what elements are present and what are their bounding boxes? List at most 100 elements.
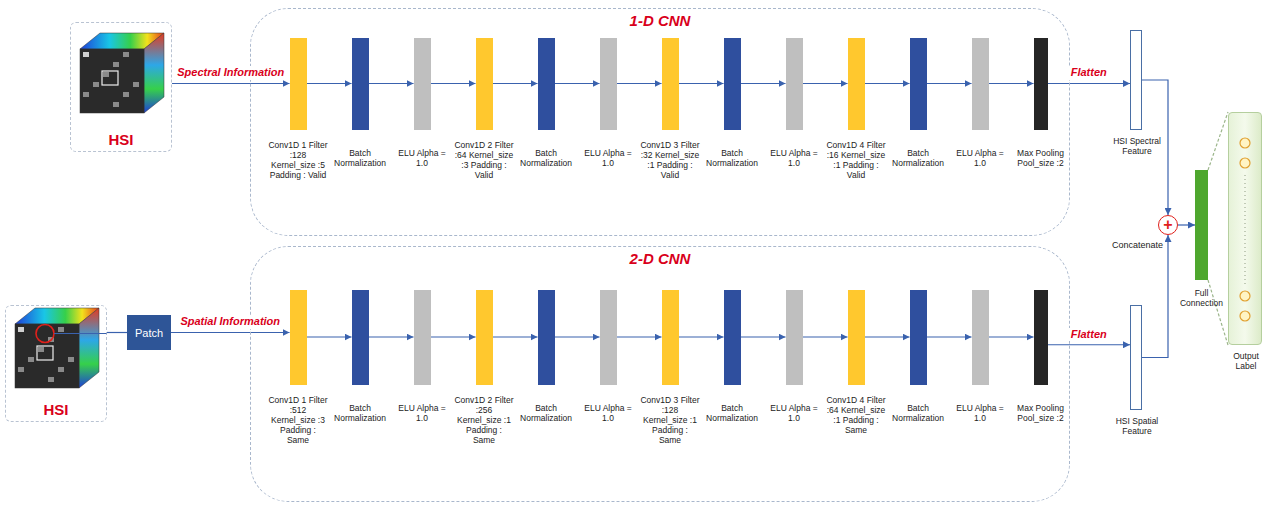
conv-layer: Conv1D 2 Filter :64 Kernel_size :3 Paddi… <box>476 38 493 130</box>
maxpool-layer: Max Pooling Pool_size :2 <box>1034 38 1048 130</box>
cube-texture <box>18 367 24 372</box>
concat-label: Concatenate <box>1101 240 1163 251</box>
conv-layer: Conv1D 4 Filter :64 Kernel_size :1 Paddi… <box>848 290 865 385</box>
elu-layer: ELU Alpha = 1.0 <box>414 290 431 385</box>
connector <box>431 83 476 84</box>
neuron <box>1240 158 1250 168</box>
connector <box>172 83 290 84</box>
elu-layer: ELU Alpha = 1.0 <box>414 38 431 130</box>
cube-texture <box>113 102 119 107</box>
cube-texture <box>113 62 119 67</box>
layer-label: Batch Normalization <box>330 403 390 423</box>
feature-label: HSI Spectral Feature <box>1110 136 1164 156</box>
layer-label: ELU Alpha = 1.0 <box>950 403 1010 423</box>
cube-texture <box>48 377 54 382</box>
connector <box>803 83 848 84</box>
layer-label: ELU Alpha = 1.0 <box>392 148 452 168</box>
image-label: HSI <box>71 131 171 148</box>
cube-texture <box>123 52 129 57</box>
connector <box>865 83 910 84</box>
connector <box>741 83 786 84</box>
connector <box>803 336 848 337</box>
connector <box>1178 224 1195 225</box>
concat-circle: +Concatenate <box>1158 215 1178 235</box>
edge-label: Flatten <box>1069 66 1109 79</box>
layer-label: Conv1D 1 Filter :128 Kernel_size :5 Padd… <box>268 140 328 181</box>
edge-label: Flatten <box>1069 328 1109 341</box>
dense-layer: Full Connection <box>1195 170 1208 280</box>
connector <box>1048 83 1131 84</box>
cube-texture <box>37 346 53 360</box>
connector <box>989 83 1034 84</box>
batchnorm-layer: Batch Normalization <box>538 38 555 130</box>
layer-label: Conv1D 1 Filter :512 Kernel_size :3 Padd… <box>268 395 328 446</box>
cube-front <box>80 49 144 113</box>
output-neurons <box>1229 113 1263 346</box>
layer-label: Conv1D 3 Filter :128 Kernel_size :1 Padd… <box>640 395 700 446</box>
layer-label: Batch Normalization <box>330 148 390 168</box>
neuron <box>1240 311 1250 321</box>
batchnorm-layer: Batch Normalization <box>352 290 369 385</box>
connector <box>369 336 414 337</box>
cube-texture <box>18 327 24 332</box>
batchnorm-layer: Batch Normalization <box>352 38 369 130</box>
cube-texture <box>68 357 74 362</box>
cube-texture <box>83 52 89 57</box>
connector <box>493 83 538 84</box>
connector <box>307 336 352 337</box>
layer-label: ELU Alpha = 1.0 <box>392 403 452 423</box>
cube-texture <box>83 92 89 97</box>
patch-box: Patch <box>127 315 171 350</box>
layer-label: Max Pooling Pool_size :2 <box>1011 403 1071 423</box>
elu-layer: ELU Alpha = 1.0 <box>600 38 617 130</box>
layer-label: ELU Alpha = 1.0 <box>578 148 638 168</box>
connector <box>307 83 352 84</box>
layer-label: Batch Normalization <box>702 403 762 423</box>
feature-vector: HSI Spatial Feature <box>1130 305 1142 410</box>
neuron <box>1240 138 1250 148</box>
layer-label: Conv1D 3 Filter :32 Kernel_size :1 Paddi… <box>640 140 700 181</box>
connector <box>865 336 910 337</box>
connector <box>617 83 662 84</box>
cube-texture <box>102 71 118 85</box>
connector <box>741 336 786 337</box>
connector <box>1142 235 1168 358</box>
connector <box>617 336 662 337</box>
panel-title: 1-D CNN <box>251 12 1069 29</box>
connector <box>1048 344 1131 345</box>
plus-sign: + <box>1163 217 1172 233</box>
cube-texture <box>58 367 64 372</box>
layer-label: Conv1D 4 Filter :64 Kernel_size :1 Paddi… <box>826 395 886 436</box>
dense-label: Full Connection <box>1175 288 1229 308</box>
edge-label: Spectral Information <box>175 66 286 79</box>
batchnorm-layer: Batch Normalization <box>910 38 927 130</box>
conv-layer: Conv1D 3 Filter :128 Kernel_size :1 Padd… <box>662 290 679 385</box>
conv-layer: Conv1D 2 Filter :256 Kernel_size :1 Padd… <box>476 290 493 385</box>
ellipsis-line <box>1245 175 1246 284</box>
layer-label: ELU Alpha = 1.0 <box>764 403 824 423</box>
conv-layer: Conv1D 3 Filter :32 Kernel_size :1 Paddi… <box>662 38 679 130</box>
cube-texture <box>133 82 139 87</box>
batchnorm-layer: Batch Normalization <box>724 38 741 130</box>
cube-texture <box>93 82 99 87</box>
patch-circle <box>36 325 54 343</box>
conv-layer: Conv1D 1 Filter :128 Kernel_size :5 Padd… <box>290 38 307 130</box>
layer-label: Batch Normalization <box>516 403 576 423</box>
cube-texture <box>38 347 44 352</box>
layer-label: Conv1D 2 Filter :64 Kernel_size :3 Paddi… <box>454 140 514 181</box>
connector <box>431 336 476 337</box>
layer-label: ELU Alpha = 1.0 <box>950 148 1010 168</box>
elu-layer: ELU Alpha = 1.0 <box>972 290 989 385</box>
connector <box>1208 112 1228 345</box>
feature-label: HSI Spatial Feature <box>1110 416 1164 436</box>
image-label: HSI <box>6 401 106 418</box>
cube-texture <box>58 327 64 332</box>
connector <box>555 336 600 337</box>
elu-layer: ELU Alpha = 1.0 <box>786 290 803 385</box>
cube-side <box>79 308 99 388</box>
output-label: Output Label <box>1226 351 1266 371</box>
patch-label: Patch <box>135 327 163 339</box>
neuron <box>1240 291 1250 301</box>
cube-texture <box>103 72 109 77</box>
conv-layer: Conv1D 1 Filter :512 Kernel_size :3 Padd… <box>290 290 307 385</box>
